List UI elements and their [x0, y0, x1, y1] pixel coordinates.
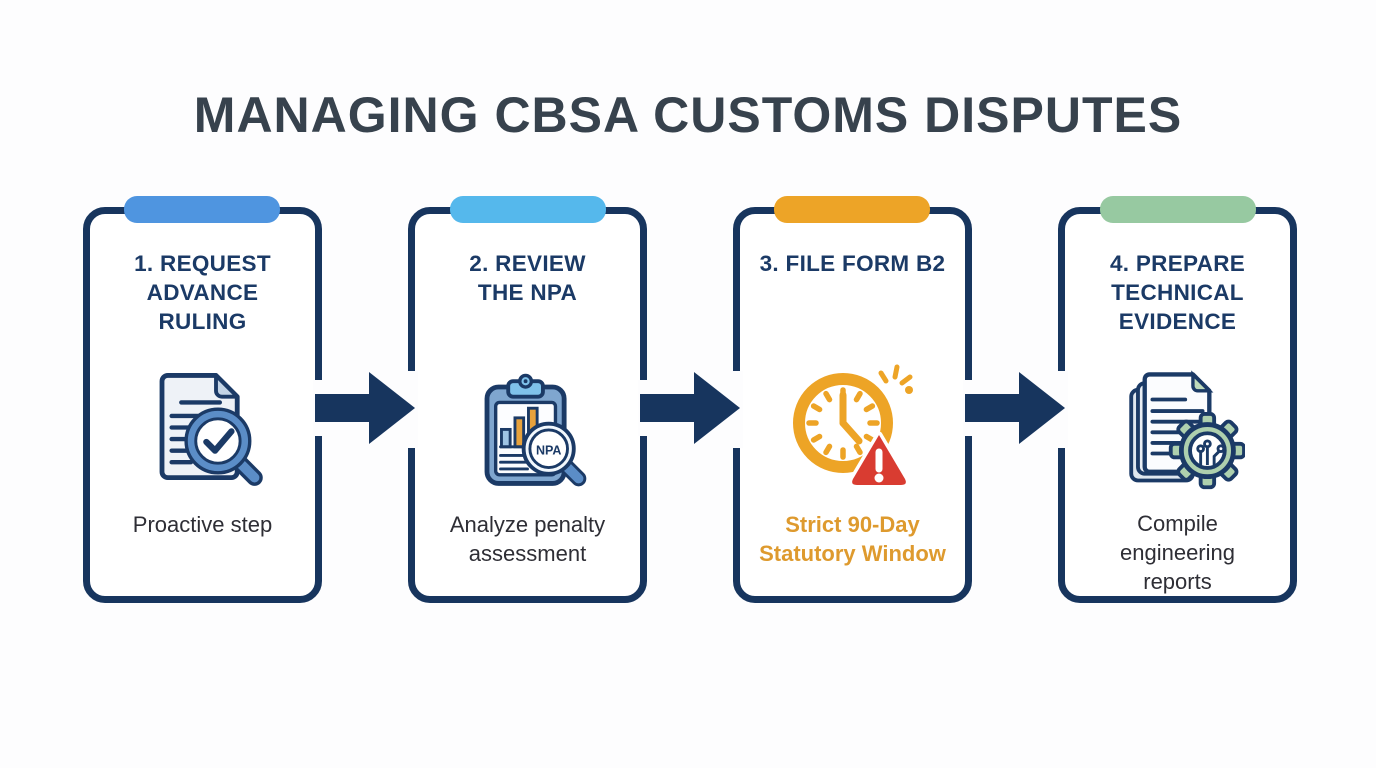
- step4-heading: 4. PREPARE TECHNICAL EVIDENCE: [1109, 251, 1246, 334]
- step2-heading: 2. REVIEW THE NPA: [469, 251, 586, 305]
- flow-arrow-icon-2: [638, 371, 743, 448]
- step4-color-tab: [1100, 196, 1256, 223]
- step3-color-tab: [774, 196, 930, 223]
- step-card-4: 4. PREPARE TECHNICAL EVIDENCE: [1058, 207, 1297, 603]
- clock-deadline-warning-icon: [783, 352, 923, 502]
- flow-arrow-icon-3: [963, 371, 1068, 448]
- step1-caption: Proactive step: [132, 512, 273, 537]
- clipboard-chart-npa-magnifier-icon: NPA: [460, 352, 595, 502]
- step-card-2: 2. REVIEW THE NPA: [408, 207, 647, 603]
- step1-heading: 1. REQUEST ADVANCE RULING: [134, 251, 271, 334]
- flow-arrow-icon-1: [313, 371, 418, 448]
- page-title: MANAGING CBSA CUSTOMS DISPUTES: [193, 87, 1183, 143]
- step2-color-tab: [450, 196, 606, 223]
- step-card-1: 1. REQUEST ADVANCE RULING: [83, 207, 322, 603]
- npa-magnifier-label: NPA: [536, 443, 562, 457]
- step3-heading: 3. FILE FORM B2: [759, 251, 946, 276]
- step-card-3: 3. FILE FORM B2: [733, 207, 972, 603]
- step1-color-tab: [124, 196, 280, 223]
- documents-gear-circuit-icon: [1110, 352, 1245, 501]
- document-magnifier-check-icon: [135, 352, 270, 502]
- step2-caption: Analyze penalty assessment: [449, 512, 606, 567]
- step3-caption: Strict 90-Day Statutory Window: [759, 512, 946, 567]
- step4-caption: Compile engineering reports: [1120, 510, 1235, 594]
